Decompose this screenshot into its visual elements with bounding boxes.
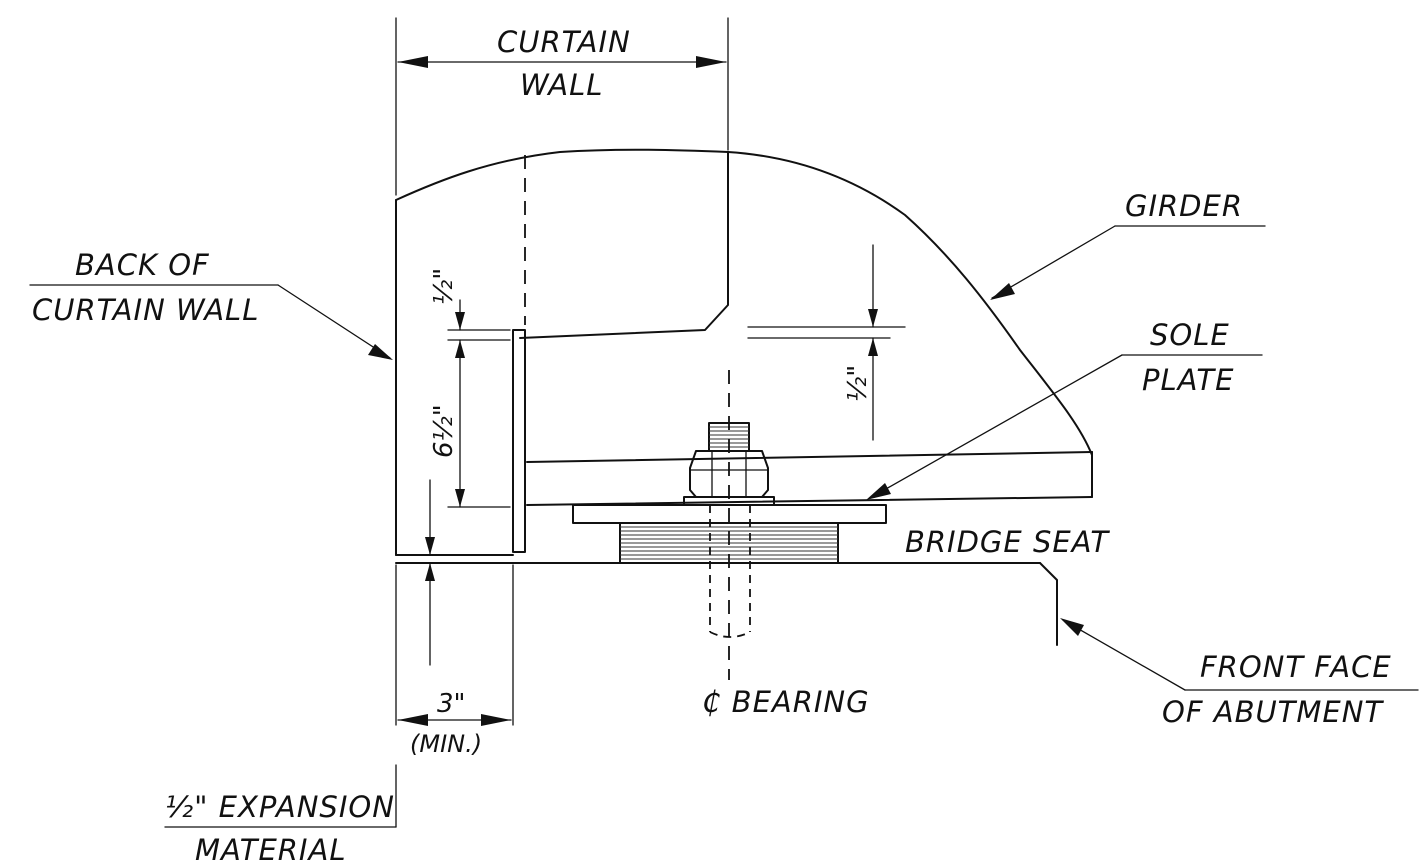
girder-label: GIRDER xyxy=(1125,189,1243,223)
left-vertical-dimensions xyxy=(425,299,511,666)
three-inch-dimension xyxy=(397,714,512,726)
girder-leader xyxy=(990,225,1266,300)
front-face-abutment-label-line2: OF ABUTMENT xyxy=(1162,695,1384,729)
front-face-abutment-label-line1: FRONT FACE xyxy=(1200,650,1392,684)
curtain-wall-dimension xyxy=(395,17,729,196)
expansion-material-leader xyxy=(164,764,397,828)
curtain-wall-label-line1: CURTAIN xyxy=(497,25,631,59)
front-face-abutment-leader xyxy=(1060,618,1419,691)
bearing-centerline-label: ₵ BEARING xyxy=(702,685,870,719)
half-inch-upper-dim: ½" xyxy=(429,268,459,305)
sole-plate-leader xyxy=(866,354,1263,500)
expansion-material-label-line1: ½" EXPANSION xyxy=(165,790,395,824)
back-of-curtain-wall-label-line1: BACK OF xyxy=(75,248,210,282)
bridge-seat xyxy=(395,554,1058,726)
expansion-material-label-line2: MATERIAL xyxy=(195,833,347,866)
three-inch-dim-text: 3" xyxy=(437,689,466,719)
back-of-curtain-wall-label-line2: CURTAIN WALL xyxy=(32,293,259,327)
sole-plate-label-line2: PLATE xyxy=(1142,363,1234,397)
sole-plate-label-line1: SOLE xyxy=(1150,318,1230,352)
six-half-inch-dim: 6½" xyxy=(429,404,459,458)
half-inch-right-dim: ½" xyxy=(843,365,873,402)
curtain-wall xyxy=(395,148,729,556)
right-vertical-dimension xyxy=(747,244,891,441)
curtain-wall-label-line2: WALL xyxy=(520,68,603,102)
min-dim-text: (MIN.) xyxy=(410,730,482,758)
back-of-curtain-wall-leader xyxy=(29,284,393,360)
girder xyxy=(526,151,1093,506)
expansion-material-plate xyxy=(512,329,526,553)
bridge-seat-label: BRIDGE SEAT xyxy=(905,525,1110,559)
